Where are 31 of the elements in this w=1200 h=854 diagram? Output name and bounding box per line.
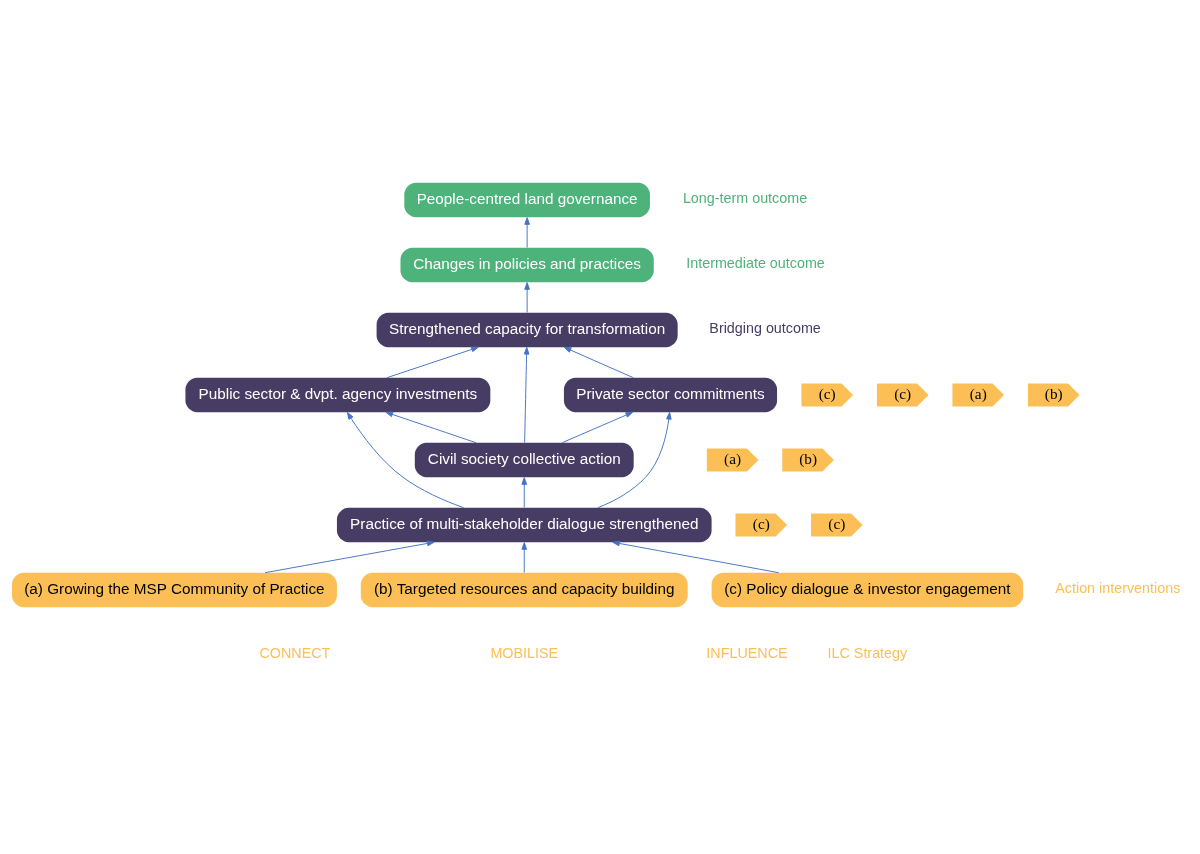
label: CONNECT (259, 644, 331, 661)
arrow (521, 476, 528, 508)
arrow (561, 411, 634, 443)
label: ILC Strategy (827, 644, 908, 661)
label: Long-term outcome (682, 189, 808, 206)
label: MOBILISE (490, 644, 559, 661)
arrow (264, 540, 435, 573)
node-box: Strengthened capacity for transformation (376, 312, 678, 347)
arrow (524, 216, 530, 248)
node-box: Practice of multi-stakeholder dialogue strengthened (336, 507, 712, 542)
arrow (385, 411, 477, 443)
label: Intermediate outcome (686, 254, 825, 271)
arrow (612, 540, 780, 573)
label: Bridging outcome (709, 319, 821, 336)
label: Action interventions (1055, 579, 1181, 596)
arrow (346, 411, 465, 508)
node-box: People-centred land governance (404, 182, 650, 217)
node-box: (c) Policy dialogue & investor engagement (711, 572, 1024, 607)
node-box: (a) Growing the MSP Community of Practice (11, 572, 337, 607)
arrow (521, 541, 528, 573)
arrow (386, 346, 479, 378)
node-box: Changes in policies and practices (400, 247, 654, 282)
node-box: (b) Targeted resources and capacity building (360, 572, 688, 607)
arrow (524, 281, 530, 313)
arrow (523, 346, 530, 443)
node-box: Public sector & dvpt. agency investments (185, 377, 491, 412)
label: INFLUENCE (706, 644, 788, 661)
node-box: Private sector commitments (563, 377, 778, 412)
node-box: Civil society collective action (414, 442, 634, 477)
arrow (597, 411, 672, 508)
arrow (563, 346, 634, 378)
